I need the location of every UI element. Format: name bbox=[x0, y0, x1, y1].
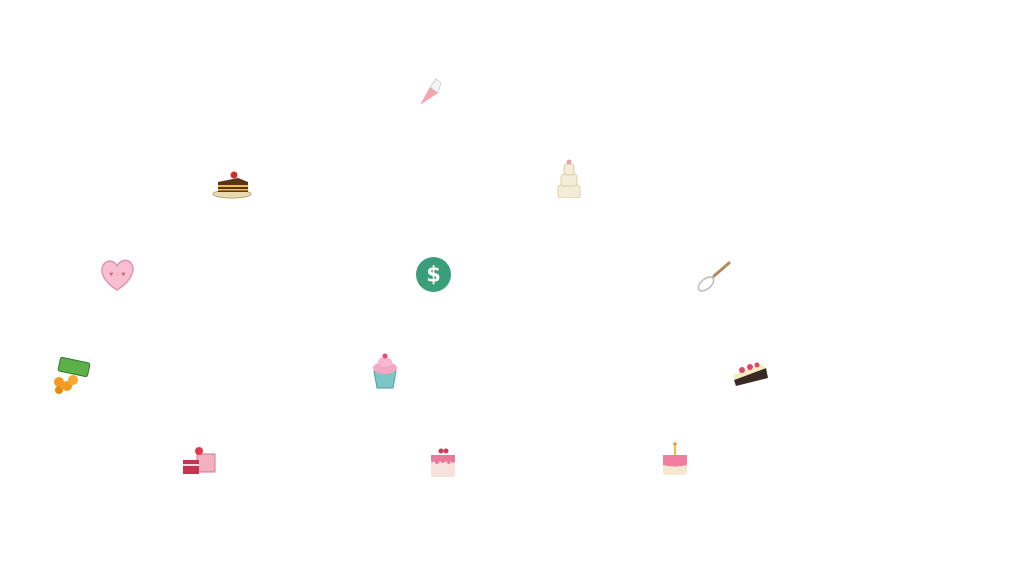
svg-text:♥ ♡ ♥: ♥ ♡ ♥ bbox=[109, 272, 126, 278]
money-stack-icon[interactable] bbox=[51, 354, 91, 394]
cupcake-icon[interactable] bbox=[365, 351, 405, 391]
petit-fours-icon[interactable] bbox=[179, 440, 219, 480]
cheesecake-slice-icon[interactable] bbox=[730, 354, 770, 394]
heart-cake-icon[interactable]: ♥ ♡ ♥ bbox=[97, 254, 137, 294]
whisk-icon[interactable] bbox=[694, 256, 734, 296]
layer-cake-icon[interactable] bbox=[212, 162, 252, 202]
drip-cake-icon[interactable] bbox=[423, 441, 463, 481]
tiered-wedding-cake-icon[interactable] bbox=[549, 158, 589, 198]
dollar-symbol: $ bbox=[426, 263, 441, 287]
birthday-cake-icon[interactable] bbox=[655, 439, 695, 479]
dollar-coin-icon[interactable]: $ bbox=[416, 257, 451, 292]
piping-bag-icon[interactable] bbox=[408, 71, 448, 111]
